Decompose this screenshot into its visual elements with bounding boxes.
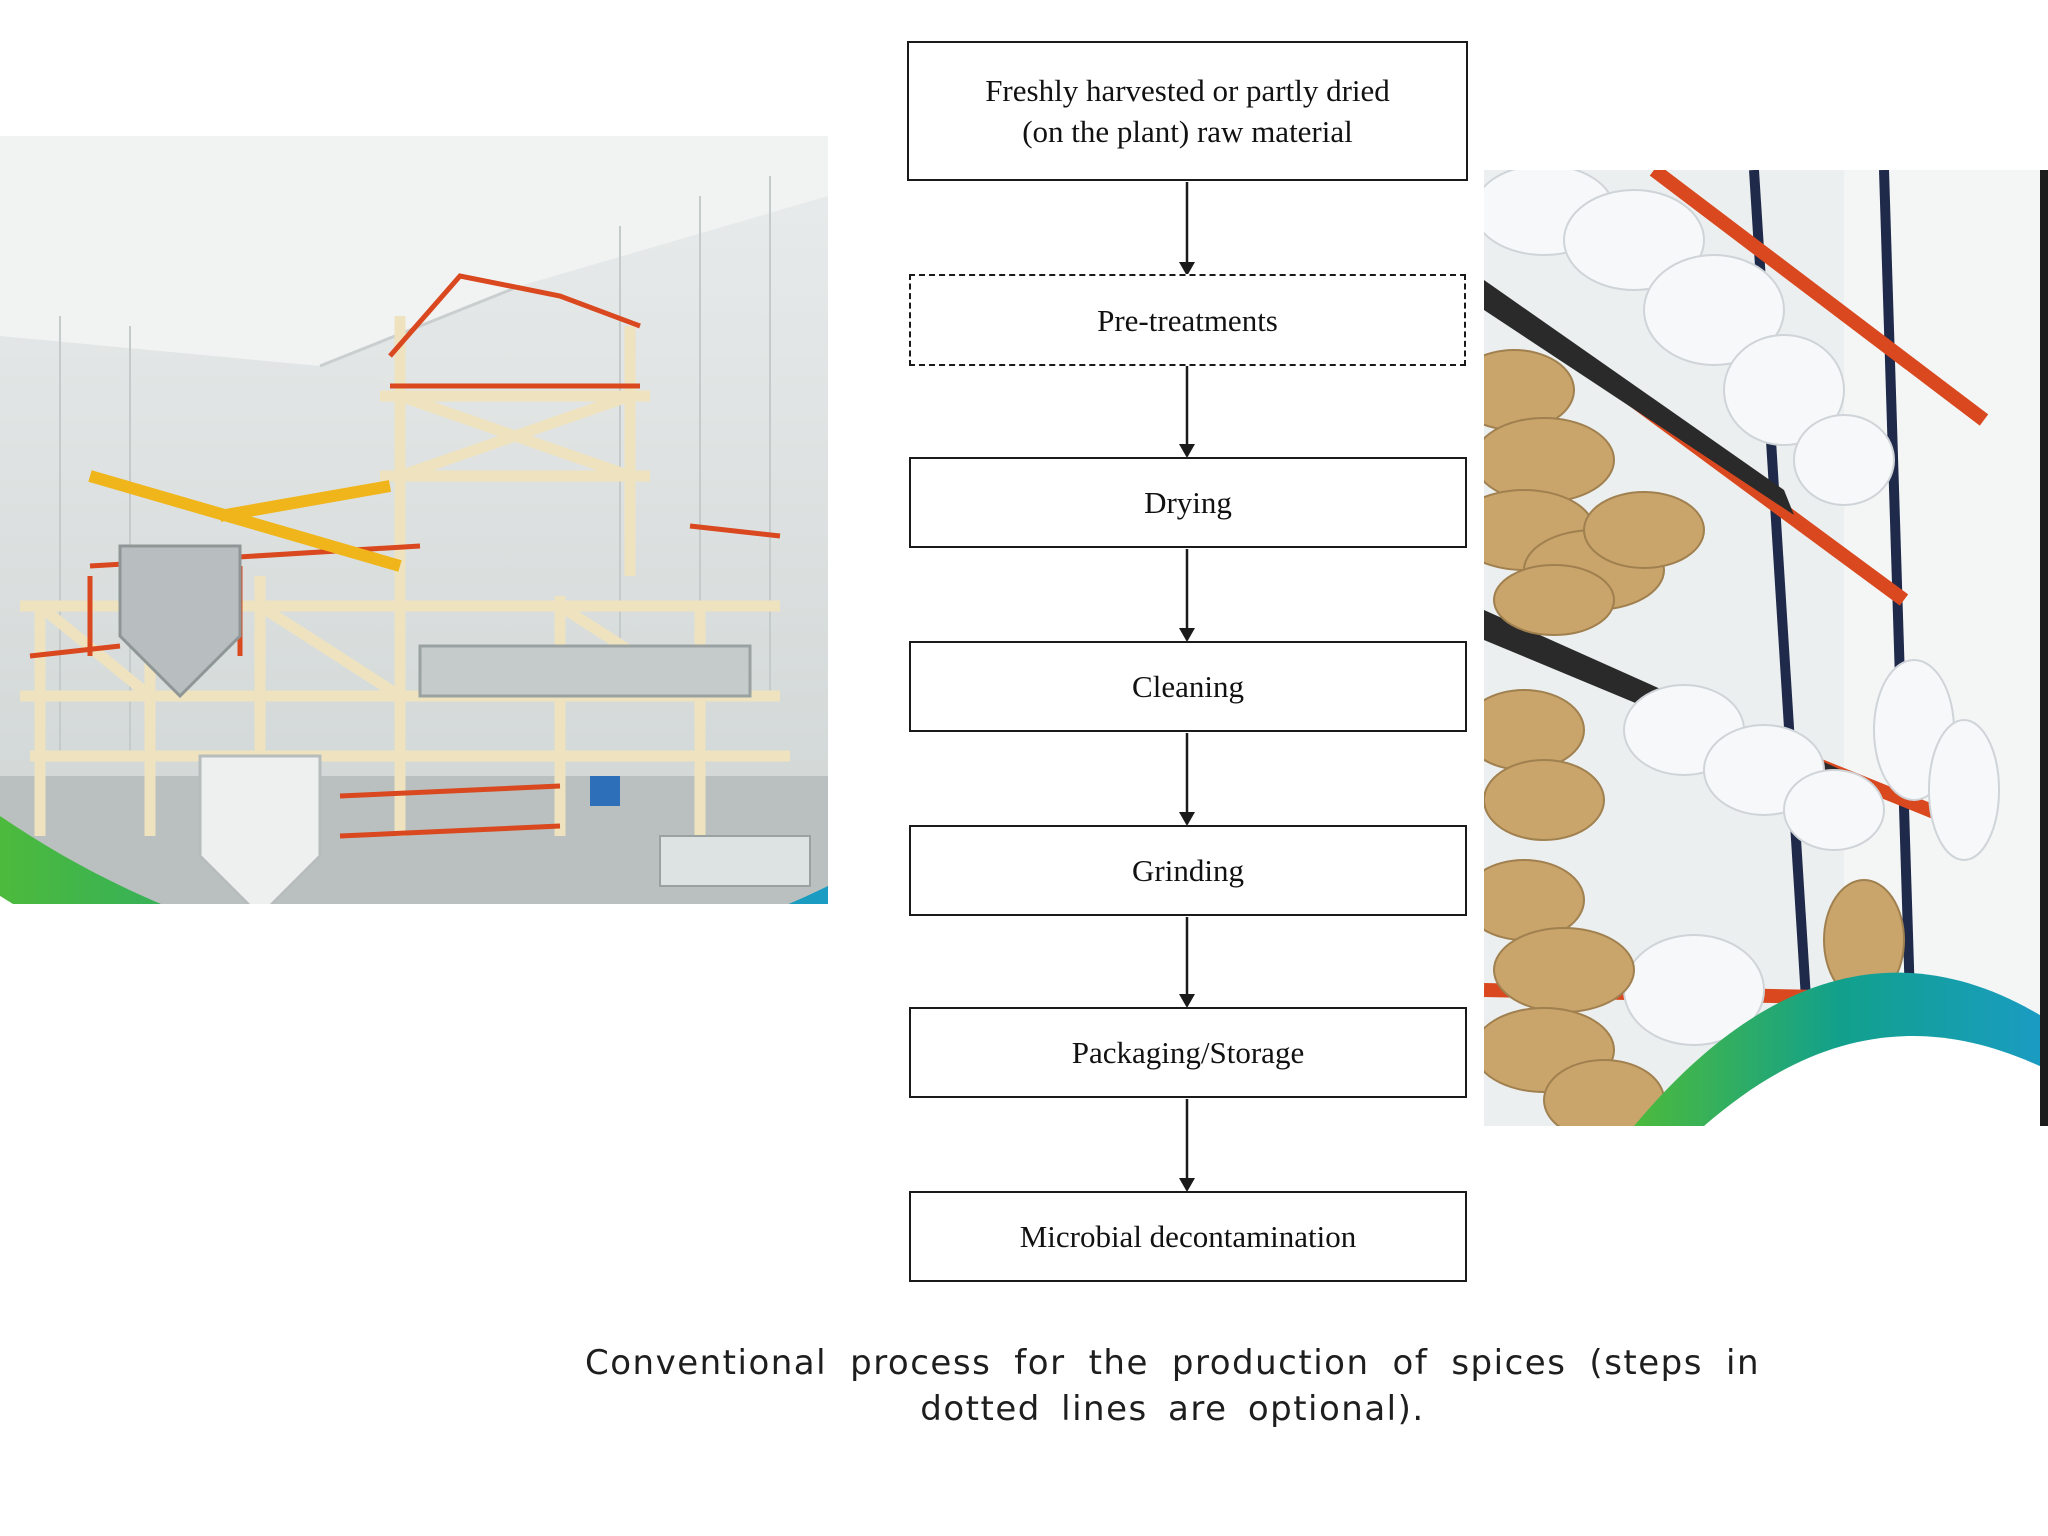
step-raw-material: Freshly harvested or partly dried (on th… xyxy=(907,41,1468,181)
arrowhead-4 xyxy=(1179,812,1195,826)
step-cleaning-label: Cleaning xyxy=(1132,669,1244,704)
arrowhead-6 xyxy=(1179,1178,1195,1192)
step-grinding: Grinding xyxy=(909,825,1467,916)
step-packaging-storage: Packaging/Storage xyxy=(909,1007,1467,1098)
arrowhead-3 xyxy=(1179,628,1195,642)
step-drying-label: Drying xyxy=(1144,485,1232,520)
step-pre-treatments-label: Pre-treatments xyxy=(1097,302,1278,338)
step-drying: Drying xyxy=(909,457,1467,548)
step-raw-material-label: Freshly harvested or partly dried (on th… xyxy=(985,73,1390,149)
step-packaging-storage-label: Packaging/Storage xyxy=(1071,1035,1305,1070)
step-grinding-label: Grinding xyxy=(1132,853,1244,888)
step-microbial-decontamination: Microbial decontamination xyxy=(909,1191,1467,1282)
step-pre-treatments: Pre-treatments xyxy=(909,274,1466,366)
arrowhead-2 xyxy=(1179,444,1195,458)
step-microbial-decontamination-label: Microbial decontamination xyxy=(1019,1219,1357,1254)
arrowhead-5 xyxy=(1179,994,1195,1008)
figure-caption: Conventional process for the production … xyxy=(585,1343,1760,1429)
warehouse-storage-photo xyxy=(1484,170,2048,1126)
step-cleaning: Cleaning xyxy=(909,641,1467,732)
processing-plant-photo xyxy=(0,136,828,904)
